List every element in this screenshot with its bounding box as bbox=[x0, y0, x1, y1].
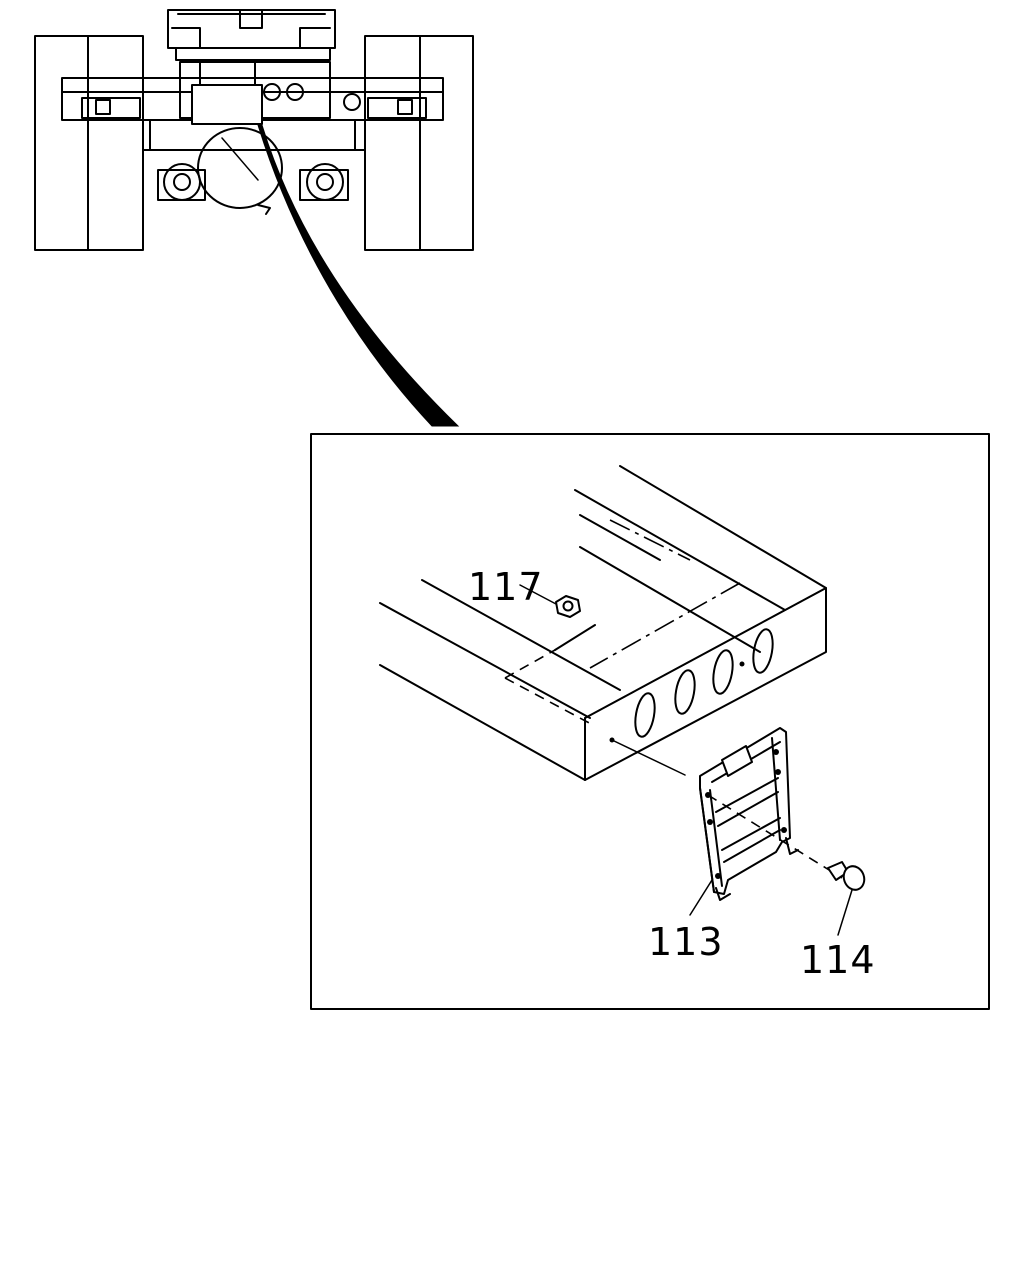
detail-view: 117 113 114 bbox=[310, 433, 990, 1010]
label-117: 117 bbox=[468, 565, 544, 609]
frame-rail bbox=[379, 465, 827, 781]
bolt-114-icon bbox=[707, 794, 866, 891]
label-114: 114 bbox=[800, 938, 876, 982]
truck-rear-overview bbox=[34, 9, 474, 427]
leader-113 bbox=[689, 879, 713, 916]
detail-frame bbox=[310, 433, 990, 1010]
bracket-113-icon bbox=[699, 727, 799, 901]
nut-117-icon bbox=[519, 584, 581, 618]
leader-114 bbox=[837, 889, 853, 936]
label-113: 113 bbox=[648, 920, 724, 964]
